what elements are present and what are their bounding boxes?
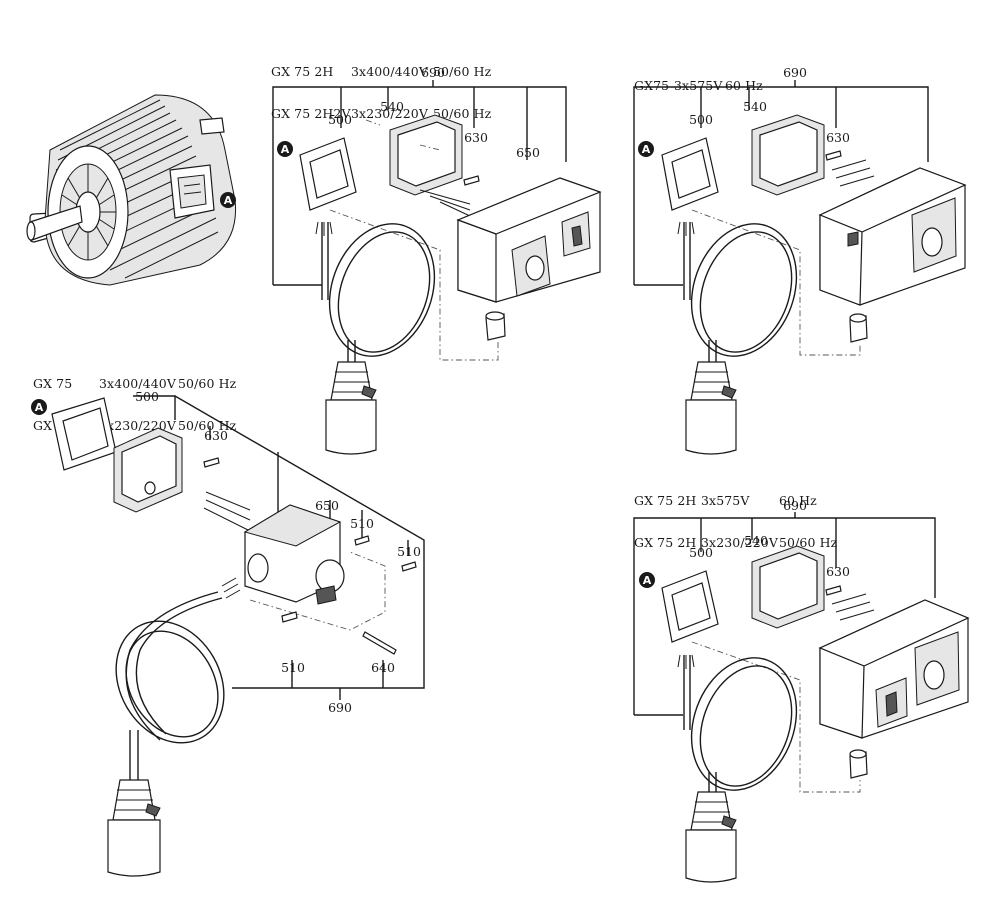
- assembly-top-right: 690 500 540 630 A: [633, 65, 967, 455]
- callout-a-label: A: [642, 143, 651, 156]
- part-number-500: 500: [135, 389, 159, 404]
- callout-a-label: A: [643, 574, 652, 587]
- cee-plug: [107, 779, 161, 877]
- part-number-690: 690: [783, 65, 807, 80]
- callout-a-marker: [220, 192, 236, 208]
- part-number-650: 650: [516, 145, 540, 160]
- cee-plug: [685, 361, 737, 455]
- callout-a-label: A: [281, 143, 290, 156]
- callout-a-label: A: [224, 194, 233, 207]
- part-number-650: 650: [315, 498, 339, 513]
- part-number-500: 500: [689, 112, 713, 127]
- part-number-510: 510: [397, 544, 421, 559]
- part-number-630: 630: [826, 564, 850, 579]
- part-number-630: 630: [464, 130, 488, 145]
- power-cable: [115, 577, 241, 780]
- callout-a-marker: [639, 572, 655, 588]
- part-number-640: 640: [371, 660, 395, 675]
- electric-motor: A: [26, 94, 237, 286]
- callout-a-marker: [277, 141, 293, 157]
- assembly-top-center: 690 500 540 630 650 A: [272, 65, 602, 455]
- part-number-510: 510: [350, 516, 374, 531]
- power-cable: [315, 221, 436, 362]
- power-cable: [677, 654, 798, 792]
- screw-630: [203, 457, 220, 468]
- part-number-510: 510: [281, 660, 305, 675]
- part-number-630: 630: [204, 428, 228, 443]
- screw-630: [825, 150, 842, 161]
- part-number-540: 540: [743, 99, 767, 114]
- callout-a-marker: [638, 141, 654, 157]
- callout-a-label: A: [35, 401, 44, 414]
- part-number-690: 690: [421, 65, 445, 80]
- part-number-630: 630: [826, 130, 850, 145]
- assembly-mid-left: 500 630 650 510 510 510 640 690 A: [31, 389, 425, 877]
- part-number-540: 540: [380, 99, 404, 114]
- callout-a-marker: [31, 399, 47, 415]
- cee-plug: [325, 361, 377, 455]
- part-number-500: 500: [689, 545, 713, 560]
- part-number-690: 690: [328, 700, 352, 715]
- screw-630: [825, 585, 842, 596]
- part-number-690: 690: [783, 498, 807, 513]
- screw-630: [463, 175, 480, 186]
- part-number-540: 540: [744, 533, 768, 548]
- power-cable: [677, 221, 798, 362]
- part-number-500: 500: [328, 112, 352, 127]
- assembly-bottom-right: 690 500 540 630 A: [633, 498, 970, 883]
- cee-plug: [685, 791, 737, 883]
